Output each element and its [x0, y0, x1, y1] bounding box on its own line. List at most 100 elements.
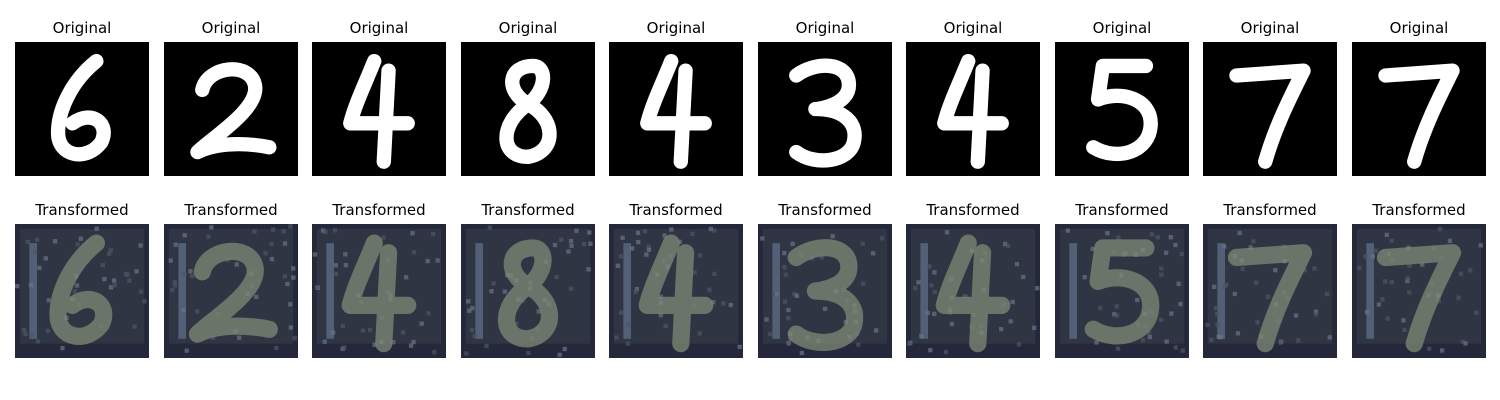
noise-speck: [919, 333, 924, 339]
noise-speck: [782, 299, 788, 304]
noise-speck: [43, 256, 48, 261]
noise-speck: [1149, 232, 1154, 237]
noise-speck: [1240, 266, 1245, 272]
noise-speck: [435, 258, 440, 263]
digit-stroke: [188, 242, 278, 343]
noise-speck: [690, 231, 695, 237]
noise-speck: [861, 281, 866, 286]
noise-speck: [1173, 345, 1178, 350]
noise-speck: [1147, 334, 1153, 340]
noise-speck: [1363, 254, 1368, 259]
noise-speck: [1376, 302, 1381, 307]
noise-speck: [411, 250, 417, 255]
noise-speck: [642, 228, 648, 234]
noise-speck: [322, 339, 327, 344]
noise-speck: [75, 242, 80, 247]
noise-speck: [323, 229, 328, 235]
noise-speck: [466, 299, 471, 304]
noise-speck: [526, 350, 531, 356]
noise-speck: [314, 284, 320, 290]
noise-speck: [1168, 235, 1173, 240]
panel-title: Transformed: [778, 201, 872, 219]
noise-speck: [469, 327, 475, 333]
noise-speck: [619, 310, 624, 315]
noise-speck: [1405, 278, 1410, 284]
noise-speck: [1296, 338, 1301, 343]
digit-stroke: [1378, 63, 1460, 169]
noise-speck: [786, 315, 791, 321]
artifact-bar: [326, 243, 335, 339]
digit-stroke: [50, 53, 111, 162]
noise-speck: [1214, 306, 1219, 311]
noise-speck: [367, 327, 373, 333]
noise-speck: [285, 281, 290, 287]
noise-speck: [634, 286, 640, 292]
noise-speck: [620, 235, 625, 240]
noise-speck: [1021, 274, 1026, 280]
noise-speck: [669, 227, 674, 232]
noise-speck: [728, 302, 733, 308]
noise-speck: [343, 252, 348, 257]
noise-speck: [514, 321, 519, 326]
noise-speck: [932, 311, 937, 316]
noise-speck: [721, 301, 726, 306]
noise-speck: [281, 229, 286, 234]
noise-speck: [291, 266, 296, 271]
panel-title: Original: [1389, 19, 1449, 37]
noise-speck: [782, 265, 787, 270]
noise-speck: [1159, 272, 1164, 277]
digit-stroke: [638, 234, 714, 353]
noise-speck: [342, 345, 347, 350]
noise-speck: [1222, 244, 1227, 249]
noise-speck: [320, 228, 326, 233]
noise-speck: [1114, 313, 1120, 318]
noise-speck: [557, 352, 562, 357]
noise-speck: [1176, 281, 1181, 286]
digit-stroke: [1227, 244, 1313, 353]
noise-speck: [790, 241, 795, 247]
noise-speck: [72, 289, 77, 294]
noise-speck: [1456, 295, 1461, 300]
noise-speck: [1402, 327, 1407, 333]
artifact-bar: [1217, 243, 1226, 339]
digit-stroke: [49, 234, 113, 345]
noise-speck: [1158, 317, 1164, 323]
noise-speck: [1065, 228, 1070, 233]
noise-speck: [37, 265, 42, 271]
noise-speck: [1115, 346, 1121, 351]
noise-speck: [782, 250, 787, 256]
noise-speck: [23, 331, 28, 337]
digit-stroke: [497, 239, 559, 348]
noise-speck: [646, 244, 652, 249]
panel-title: Original: [498, 19, 558, 37]
panel-title: Transformed: [926, 201, 1020, 219]
noise-speck: [1169, 311, 1174, 316]
transformed-digit-image: [461, 224, 595, 358]
noise-speck: [1389, 280, 1394, 285]
noise-speck: [830, 234, 835, 239]
noise-speck: [1032, 325, 1037, 330]
noise-speck: [663, 323, 668, 329]
noise-speck: [282, 241, 288, 246]
noise-speck: [587, 230, 592, 235]
noise-speck: [1146, 330, 1152, 335]
noise-speck: [907, 341, 912, 346]
transformed-digit-image: [1352, 224, 1486, 358]
noise-speck: [712, 271, 717, 277]
digit-stroke: [787, 239, 864, 351]
noise-speck: [1255, 320, 1260, 325]
artifact-bar: [29, 243, 38, 339]
noise-speck: [1373, 248, 1379, 253]
noise-speck: [1114, 304, 1119, 309]
noise-speck: [1463, 341, 1468, 346]
noise-speck: [60, 345, 65, 351]
noise-speck: [1180, 348, 1185, 353]
original-digit-image: [1352, 42, 1486, 176]
noise-speck: [172, 283, 178, 288]
digit-stroke: [190, 62, 277, 160]
noise-speck: [168, 258, 173, 263]
digit-stroke: [789, 58, 862, 168]
noise-speck: [1385, 316, 1390, 321]
noise-speck: [626, 322, 631, 327]
noise-speck: [127, 278, 132, 283]
